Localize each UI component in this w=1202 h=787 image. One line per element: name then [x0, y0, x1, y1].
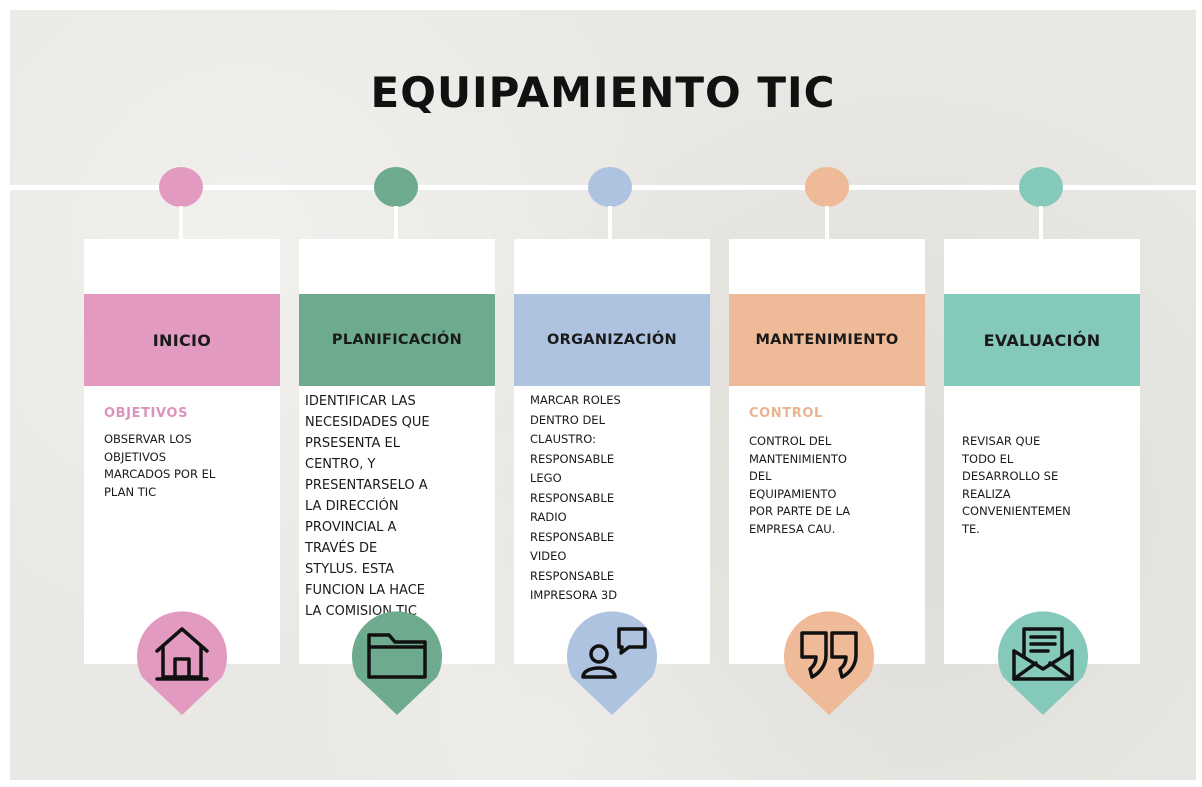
stage-label: ORGANIZACIÓN — [547, 332, 677, 348]
stage-marker-organizacion — [557, 607, 667, 717]
stage-marker-mantenimiento — [774, 607, 884, 717]
timeline-dot-organizacion — [588, 167, 632, 207]
stage-band-evaluacion: EVALUACIÓN — [944, 294, 1140, 386]
timeline-dot-evaluacion — [1019, 167, 1063, 207]
infographic-title: EQUIPAMIENTO TIC — [370, 68, 836, 117]
timeline-connector-planificacion — [394, 206, 398, 242]
chat-user-icon — [581, 627, 647, 679]
timeline-dot-planificacion — [374, 167, 418, 207]
stage-label: INICIO — [152, 330, 212, 350]
timeline-dot-mantenimiento — [805, 167, 849, 207]
stage-band-planificacion: PLANIFICACIÓN — [299, 294, 495, 386]
stage-marker-inicio — [127, 607, 237, 717]
stage-description: IDENTIFICAR LAS NECESIDADES QUE PRSESENT… — [305, 394, 430, 619]
stage-subheading: CONTROL — [749, 406, 823, 421]
stage-card-evaluacion: EVALUACIÓN REVISAR QUE TODO EL DESARROLL… — [944, 239, 1140, 664]
folder-icon — [367, 633, 427, 679]
stage-card-mantenimiento: MANTENIMIENTO CONTROL CONTROL DEL MANTEN… — [729, 239, 925, 664]
stage-subheading: OBJETIVOS — [104, 406, 189, 421]
stage-card-organizacion: ORGANIZACIÓN MARCAR ROLES DENTRO DEL CLA… — [514, 239, 710, 664]
stage-label: EVALUACIÓN — [983, 330, 1101, 350]
stage-description: MARCAR ROLES DENTRO DEL CLAUSTRO: RESPON… — [530, 393, 621, 602]
stage-label: MANTENIMIENTO — [755, 332, 899, 348]
stage-band-mantenimiento: MANTENIMIENTO — [729, 294, 925, 386]
stage-card-inicio: INICIO OBJETIVOS OBSERVAR LOS OBJETIVOS … — [84, 239, 280, 664]
stage-description: OBSERVAR LOS OBJETIVOS MARCADOS POR EL P… — [104, 432, 216, 499]
stage-label: PLANIFICACIÓN — [331, 332, 463, 348]
stage-marker-evaluacion — [988, 607, 1098, 717]
stage-band-inicio: INICIO — [84, 294, 280, 386]
stage-description: CONTROL DEL MANTENIMIENTO DEL EQUIPAMIEN… — [749, 434, 851, 536]
timeline-dot-inicio — [159, 167, 203, 207]
stage-description: REVISAR QUE TODO EL DESARROLLO SE REALIZ… — [962, 434, 1071, 536]
stage-band-organizacion: ORGANIZACIÓN — [514, 294, 710, 386]
timeline-connector-inicio — [179, 206, 183, 242]
mail-icon — [1012, 627, 1074, 681]
infographic-canvas: EQUIPAMIENTO TIC INICIO OBJETIVOS OBSERV… — [10, 10, 1196, 780]
timeline-connector-mantenimiento — [825, 206, 829, 242]
timeline-connector-evaluacion — [1039, 206, 1043, 242]
home-icon — [155, 627, 209, 681]
timeline-connector-organizacion — [608, 206, 612, 242]
stage-card-planificacion: PLANIFICACIÓN IDENTIFICAR LAS NECESIDADE… — [299, 239, 495, 664]
stage-marker-planificacion — [342, 607, 452, 717]
quote-icon — [800, 631, 858, 679]
